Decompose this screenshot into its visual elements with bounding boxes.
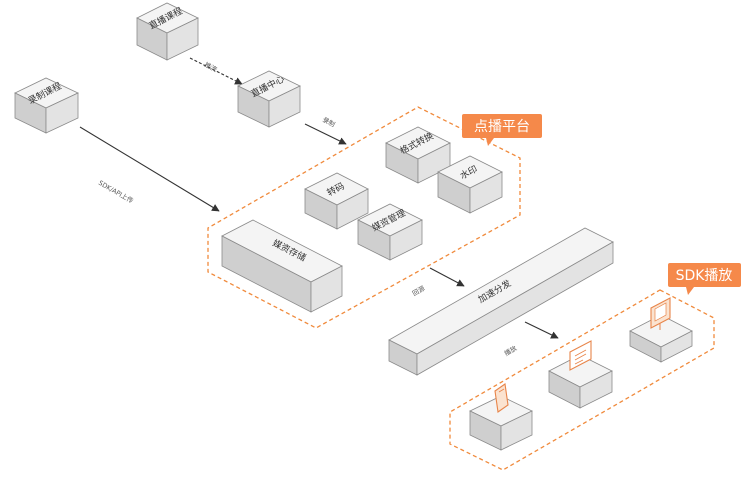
monitor-icon [650,297,671,330]
playback-label: 播放 [503,343,519,358]
vod-origin-label: 回源 [411,283,427,298]
node-media-storage [221,219,343,313]
sdk-playback-title: SDK播放 [676,268,733,284]
sdk-playback-badge [668,263,741,295]
node-transcode [304,172,369,230]
vod-platform-badge [462,114,542,146]
node-media-management [357,203,423,261]
vod-platform-title: 点播平台 [474,119,530,135]
node-accelerated-distribution [388,227,614,376]
arrow-recorded-to-storage [79,126,220,212]
recording-label: 录制 [321,115,337,129]
node-watermark [437,155,503,214]
node-recorded-course [14,77,79,134]
node-live-course [136,2,199,61]
laptop-icon [569,340,592,371]
node-format-convert [385,126,451,184]
node-device-monitor [629,314,693,363]
arrow-center-to-platform [304,123,347,145]
tablet-icon [494,383,509,413]
node-live-center [237,70,301,128]
vod-platform-group [207,106,521,329]
sdk-upload-label: SDK/API上传 [97,178,136,205]
arrow-distribution-to-devices [524,321,559,339]
node-device-tablet [469,395,533,451]
arrow-storage-to-distribution [429,267,465,287]
